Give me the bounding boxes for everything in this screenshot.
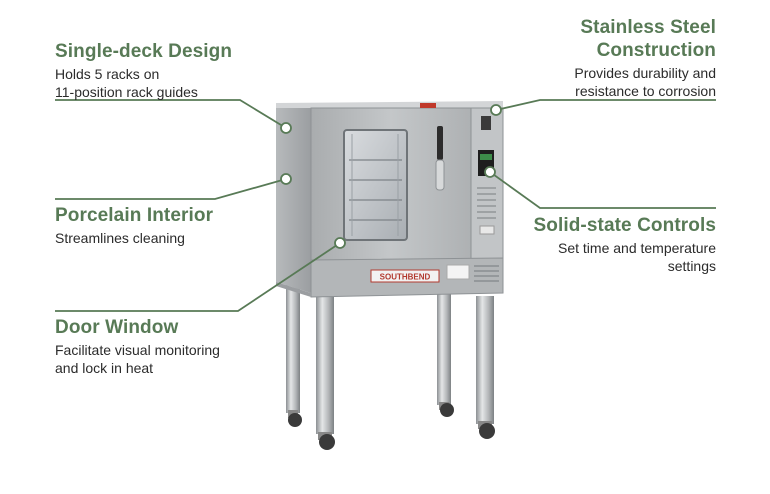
callout-single-deck: Single-deck Design Holds 5 racks on 11-p… [55, 40, 232, 101]
marker-porcelain [280, 173, 292, 185]
door-handle [437, 126, 443, 160]
callout-stainless: Stainless Steel Construction Provides du… [574, 16, 716, 100]
leg-front-right [476, 296, 494, 424]
oven-legs [286, 285, 495, 450]
brand-logo-text: SOUTHBEND [380, 273, 431, 282]
marker-stainless [490, 104, 502, 116]
control-panel [470, 107, 504, 261]
callout-description: Facilitate visual monitoring and lock in… [55, 342, 220, 376]
door-handle-grip [435, 159, 445, 191]
door-window [343, 129, 408, 241]
callout-description: Set time and temperature settings [558, 240, 716, 274]
callout-title: Stainless Steel Construction [580, 17, 716, 61]
callout-title: Single-deck Design [55, 41, 233, 62]
marker-door-window [334, 237, 346, 249]
oven-cabinet: SOUTHBEND [276, 101, 504, 298]
callout-title: Solid-state Controls [533, 215, 716, 236]
callout-door-window: Door Window Facilitate visual monitoring… [55, 316, 220, 377]
top-badge [420, 103, 436, 108]
leader-single-deck [55, 99, 287, 129]
caster-rear-right [440, 403, 454, 417]
callout-description: Holds 5 racks on 11-position rack guides [55, 66, 198, 100]
callout-controls: Solid-state Controls Set time and temper… [533, 214, 716, 275]
leader-stainless [495, 99, 716, 111]
leader-porcelain [55, 178, 287, 200]
leg-rear-left [286, 285, 300, 413]
leg-front-left [316, 296, 334, 434]
caster-front-left [319, 434, 335, 450]
leader-controls [489, 171, 716, 209]
marker-single-deck [280, 122, 292, 134]
leader-door-window [55, 242, 341, 312]
callout-porcelain: Porcelain Interior Streamlines cleaning [55, 204, 213, 247]
caster-rear-left [288, 413, 302, 427]
leg-rear-right [437, 293, 451, 405]
marker-controls [484, 166, 496, 178]
callout-description: Provides durability and resistance to co… [574, 65, 716, 99]
brand-plate [370, 269, 440, 283]
callout-title: Porcelain Interior [55, 205, 214, 226]
leader-lines [55, 99, 716, 312]
callout-title: Door Window [55, 317, 179, 338]
oven-side-panel [276, 108, 311, 293]
callout-description: Streamlines cleaning [55, 230, 185, 246]
caster-front-right [479, 423, 495, 439]
